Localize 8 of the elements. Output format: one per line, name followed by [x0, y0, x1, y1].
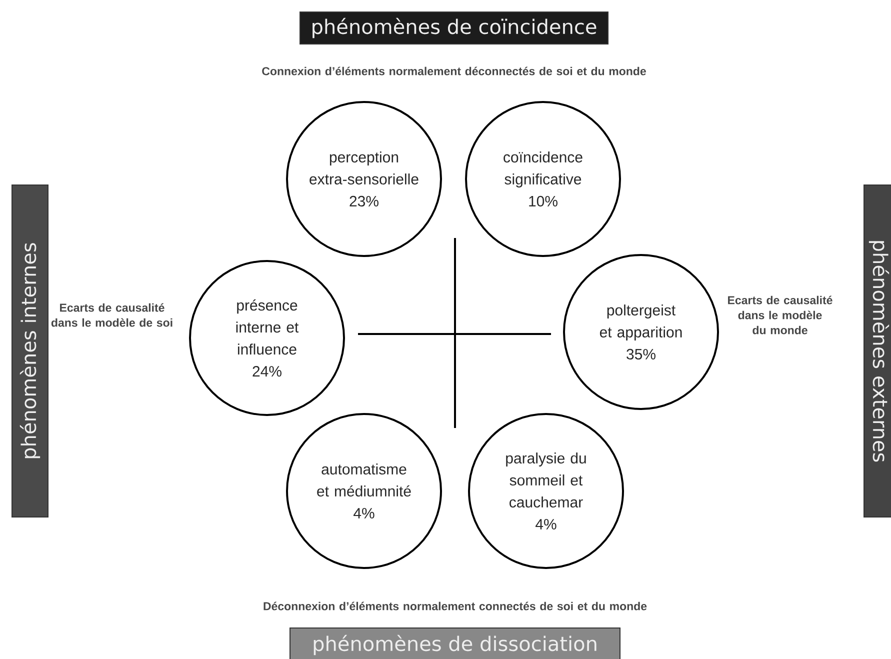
subtitle: Connexion d’éléments normalement déconnectés de soi et du monde: [262, 66, 646, 76]
category-band: phénomènes externes: [864, 184, 891, 518]
category-band: phénomènes de dissociation: [290, 628, 620, 659]
side-note: Ecarts de causalité dans le modèle du monde: [728, 296, 832, 334]
category-band: phénomènes internes: [12, 184, 48, 518]
subtitle: Déconnexion d’éléments normalement connectés de soi et du monde: [264, 602, 647, 610]
category-band: phénomènes de coïncidence: [300, 12, 608, 44]
side-note: Ecarts de causalité dans le modèle de soi: [51, 303, 172, 327]
